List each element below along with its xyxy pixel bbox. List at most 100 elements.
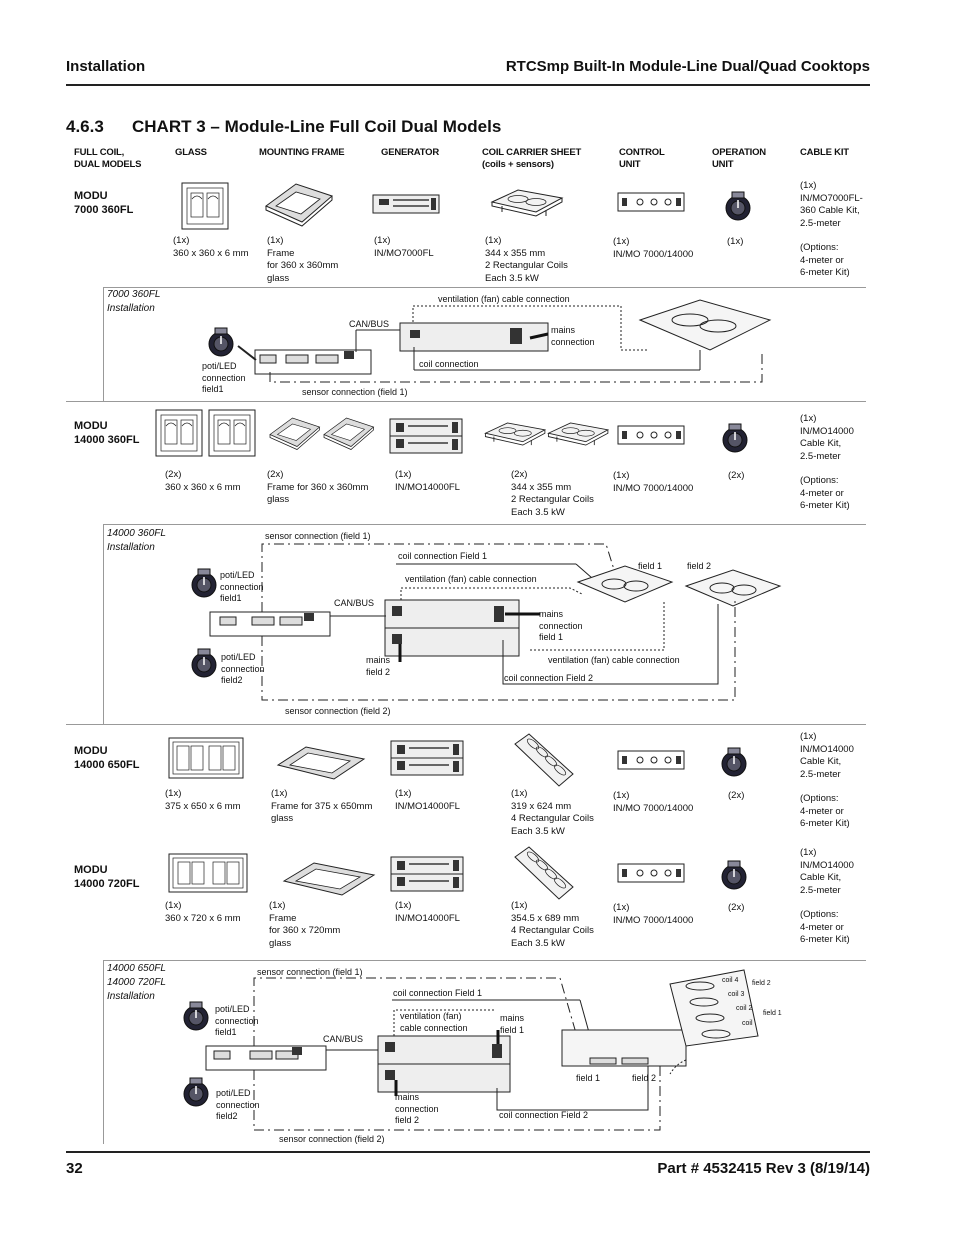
row3-cable-l7: 4-meter or	[800, 805, 844, 817]
inst2-poti1-l2: connection	[220, 581, 264, 592]
inst3-coil2-small-label: coil 2	[736, 1005, 753, 1012]
footer-page-number: 32	[66, 1160, 83, 1177]
row3-glass-image	[168, 737, 244, 779]
inst3-poti1-label: poti/LED connection field1	[215, 1004, 259, 1039]
inst2-title-l1: 14000 360FL	[107, 528, 166, 539]
col-models: FULL COIL, DUAL MODELS	[74, 147, 141, 171]
row3-frame-image	[276, 746, 366, 780]
row1-coil-l2: 344 x 355 mm	[485, 247, 546, 259]
row3-frame-l2: Frame for 375 x 650mm	[271, 800, 373, 812]
row2-glass-l2: 360 x 360 x 6 mm	[165, 481, 241, 493]
row2-ctrl-l2: IN/MO 7000/14000	[613, 482, 694, 494]
row2-frame-caption: (2x) Frame for 360 x 360mm glass	[267, 469, 368, 507]
inst3-poti2-l3: field2	[216, 1111, 238, 1121]
row2-coil-caption: (2x) 344 x 355 mm 2 Rectangular Coils Ea…	[511, 469, 594, 519]
row1-coil-l4: Each 3.5 kW	[485, 272, 539, 284]
inst2-mains2-l2: field 2	[366, 666, 391, 677]
row1-control-caption: (1x) IN/MO 7000/14000	[613, 236, 693, 261]
inst3-coil4-label: coil 4	[722, 977, 739, 984]
col-glass: GLASS	[175, 147, 207, 158]
row4-gen-l1: (1x)	[395, 900, 412, 911]
inst2-vent2-label: ventilation (fan) cable connection	[548, 655, 680, 665]
inst2-mains1-label: mains connection field 1	[539, 609, 583, 644]
row4-cable-l2: IN/MO14000	[800, 859, 854, 871]
inst2-title: 14000 360FL Installation	[107, 527, 166, 555]
inst3-field2-label: field 2	[632, 1073, 657, 1083]
row3-frame-caption: (1x) Frame for 375 x 650mm glass	[271, 788, 372, 826]
row3-coil-l2: 319 x 624 mm	[511, 800, 572, 812]
row3-cable-l6: (Options:	[800, 793, 839, 804]
row2-control-caption: (1x) IN/MO 7000/14000	[613, 470, 693, 495]
row4-cable-caption: (1x) IN/MO14000 Cable Kit, 2.5-meter (Op…	[800, 847, 854, 947]
inst1-poti-l2: connection	[202, 372, 246, 383]
inst3-vent-l1: ventilation (fan)	[400, 1011, 462, 1021]
row4-coil-l1: (1x)	[511, 900, 528, 911]
row2-frame-l2: Frame for 360 x 360mm	[267, 481, 369, 493]
inst2-mains1-l1: mains	[539, 609, 564, 619]
inst3-mains1-l1: mains	[500, 1013, 525, 1023]
row4-frame-caption: (1x) Frame for 360 x 720mm glass	[269, 900, 340, 950]
inst2-title-l2: Installation	[107, 542, 155, 553]
inst3-sensor1-label: sensor connection (field 1)	[257, 967, 363, 977]
inst1-canbus-label: CAN/BUS	[349, 319, 390, 329]
inst3-coil-small-label: coil	[742, 1020, 753, 1027]
row2-cable-l1: (1x)	[800, 413, 817, 424]
row1-frame-l4: glass	[267, 272, 290, 284]
inst2-canbus-label: CAN/BUS	[334, 598, 375, 608]
row4-ctrl-l2: IN/MO 7000/14000	[613, 914, 694, 926]
row4-control-caption: (1x) IN/MO 7000/14000	[613, 902, 693, 927]
row2-gen-l1: (1x)	[395, 469, 412, 480]
inst3-coil2-label: coil connection Field 2	[499, 1110, 589, 1120]
row4-cable-l7: 4-meter or	[800, 921, 844, 933]
inst1-title: 7000 360FL Installation	[107, 288, 160, 316]
row3-coil-l4: Each 3.5 kW	[511, 825, 565, 837]
inst2-poti2-l3: field2	[221, 675, 243, 685]
row2-cable-l7: 4-meter or	[800, 487, 844, 499]
row4-cable-l1: (1x)	[800, 847, 817, 858]
inst2-poti1-l1: poti/LED	[220, 570, 255, 580]
inst1-mains-l2: connection	[551, 336, 595, 347]
row1-cable-l3: 360 Cable Kit,	[800, 205, 860, 216]
col-models-line1: FULL COIL,	[74, 147, 125, 158]
col-control-line1: CONTROL	[619, 147, 665, 158]
inst1-poti-l1: poti/LED	[202, 361, 237, 371]
row4-coil-caption: (1x) 354.5 x 689 mm 4 Rectangular Coils …	[511, 900, 594, 950]
inst2-mains1-l2: connection	[539, 620, 583, 631]
inst2-coil1-label: coil connection Field 1	[398, 551, 488, 561]
inst2-poti2-l2: connection	[221, 663, 265, 674]
inst2-divider	[66, 724, 866, 725]
inst3-coil3-label: coil 3	[728, 991, 745, 998]
row2-frame-l1: (2x)	[267, 469, 284, 480]
inst2-diagram	[191, 543, 782, 701]
row3-cable-l4: 2.5-meter	[800, 768, 841, 780]
row3-cable-l1: (1x)	[800, 731, 817, 742]
row4-glass-caption: (1x) 360 x 720 x 6 mm	[165, 900, 241, 925]
row3-gen-l2: IN/MO14000FL	[395, 800, 460, 812]
row3-cable-caption: (1x) IN/MO14000 Cable Kit, 2.5-meter (Op…	[800, 731, 854, 831]
row4-frame-image	[282, 862, 376, 896]
row1-ctrl-l1: (1x)	[613, 236, 630, 247]
col-models-line2: DUAL MODELS	[74, 159, 142, 170]
row3-model: MODU 14000 650FL	[74, 744, 139, 772]
row2-coil-l3: 2 Rectangular Coils	[511, 494, 594, 505]
row2-coil-l4: Each 3.5 kW	[511, 506, 565, 518]
row4-ctrl-l1: (1x)	[613, 902, 630, 913]
row2-model-line1: MODU	[74, 420, 108, 432]
row4-glass-image	[168, 853, 248, 893]
col-operation-line1: OPERATION	[712, 147, 766, 158]
row4-coil-l3: 4 Rectangular Coils	[511, 925, 594, 936]
inst3-field1-label: field 1	[576, 1073, 601, 1083]
inst3-poti2-l2: connection	[216, 1099, 260, 1110]
row1-cable-l1: (1x)	[800, 180, 817, 191]
row2-divider	[103, 524, 866, 525]
inst3-mains2-l1: mains	[395, 1092, 420, 1102]
inst1-poti-l3: field1	[202, 384, 224, 394]
row3-coil-l3: 4 Rectangular Coils	[511, 813, 594, 824]
inst3-poti2-label: poti/LED connection field2	[216, 1088, 260, 1123]
row2-coil-l1: (2x)	[511, 469, 528, 480]
row3-generator-caption: (1x) IN/MO14000FL	[395, 788, 460, 813]
col-generator: GENERATOR	[381, 147, 440, 158]
row2-model: MODU 14000 360FL	[74, 419, 139, 447]
inst1-divider	[66, 401, 866, 402]
inst3-canbus-label: CAN/BUS	[323, 1034, 364, 1044]
